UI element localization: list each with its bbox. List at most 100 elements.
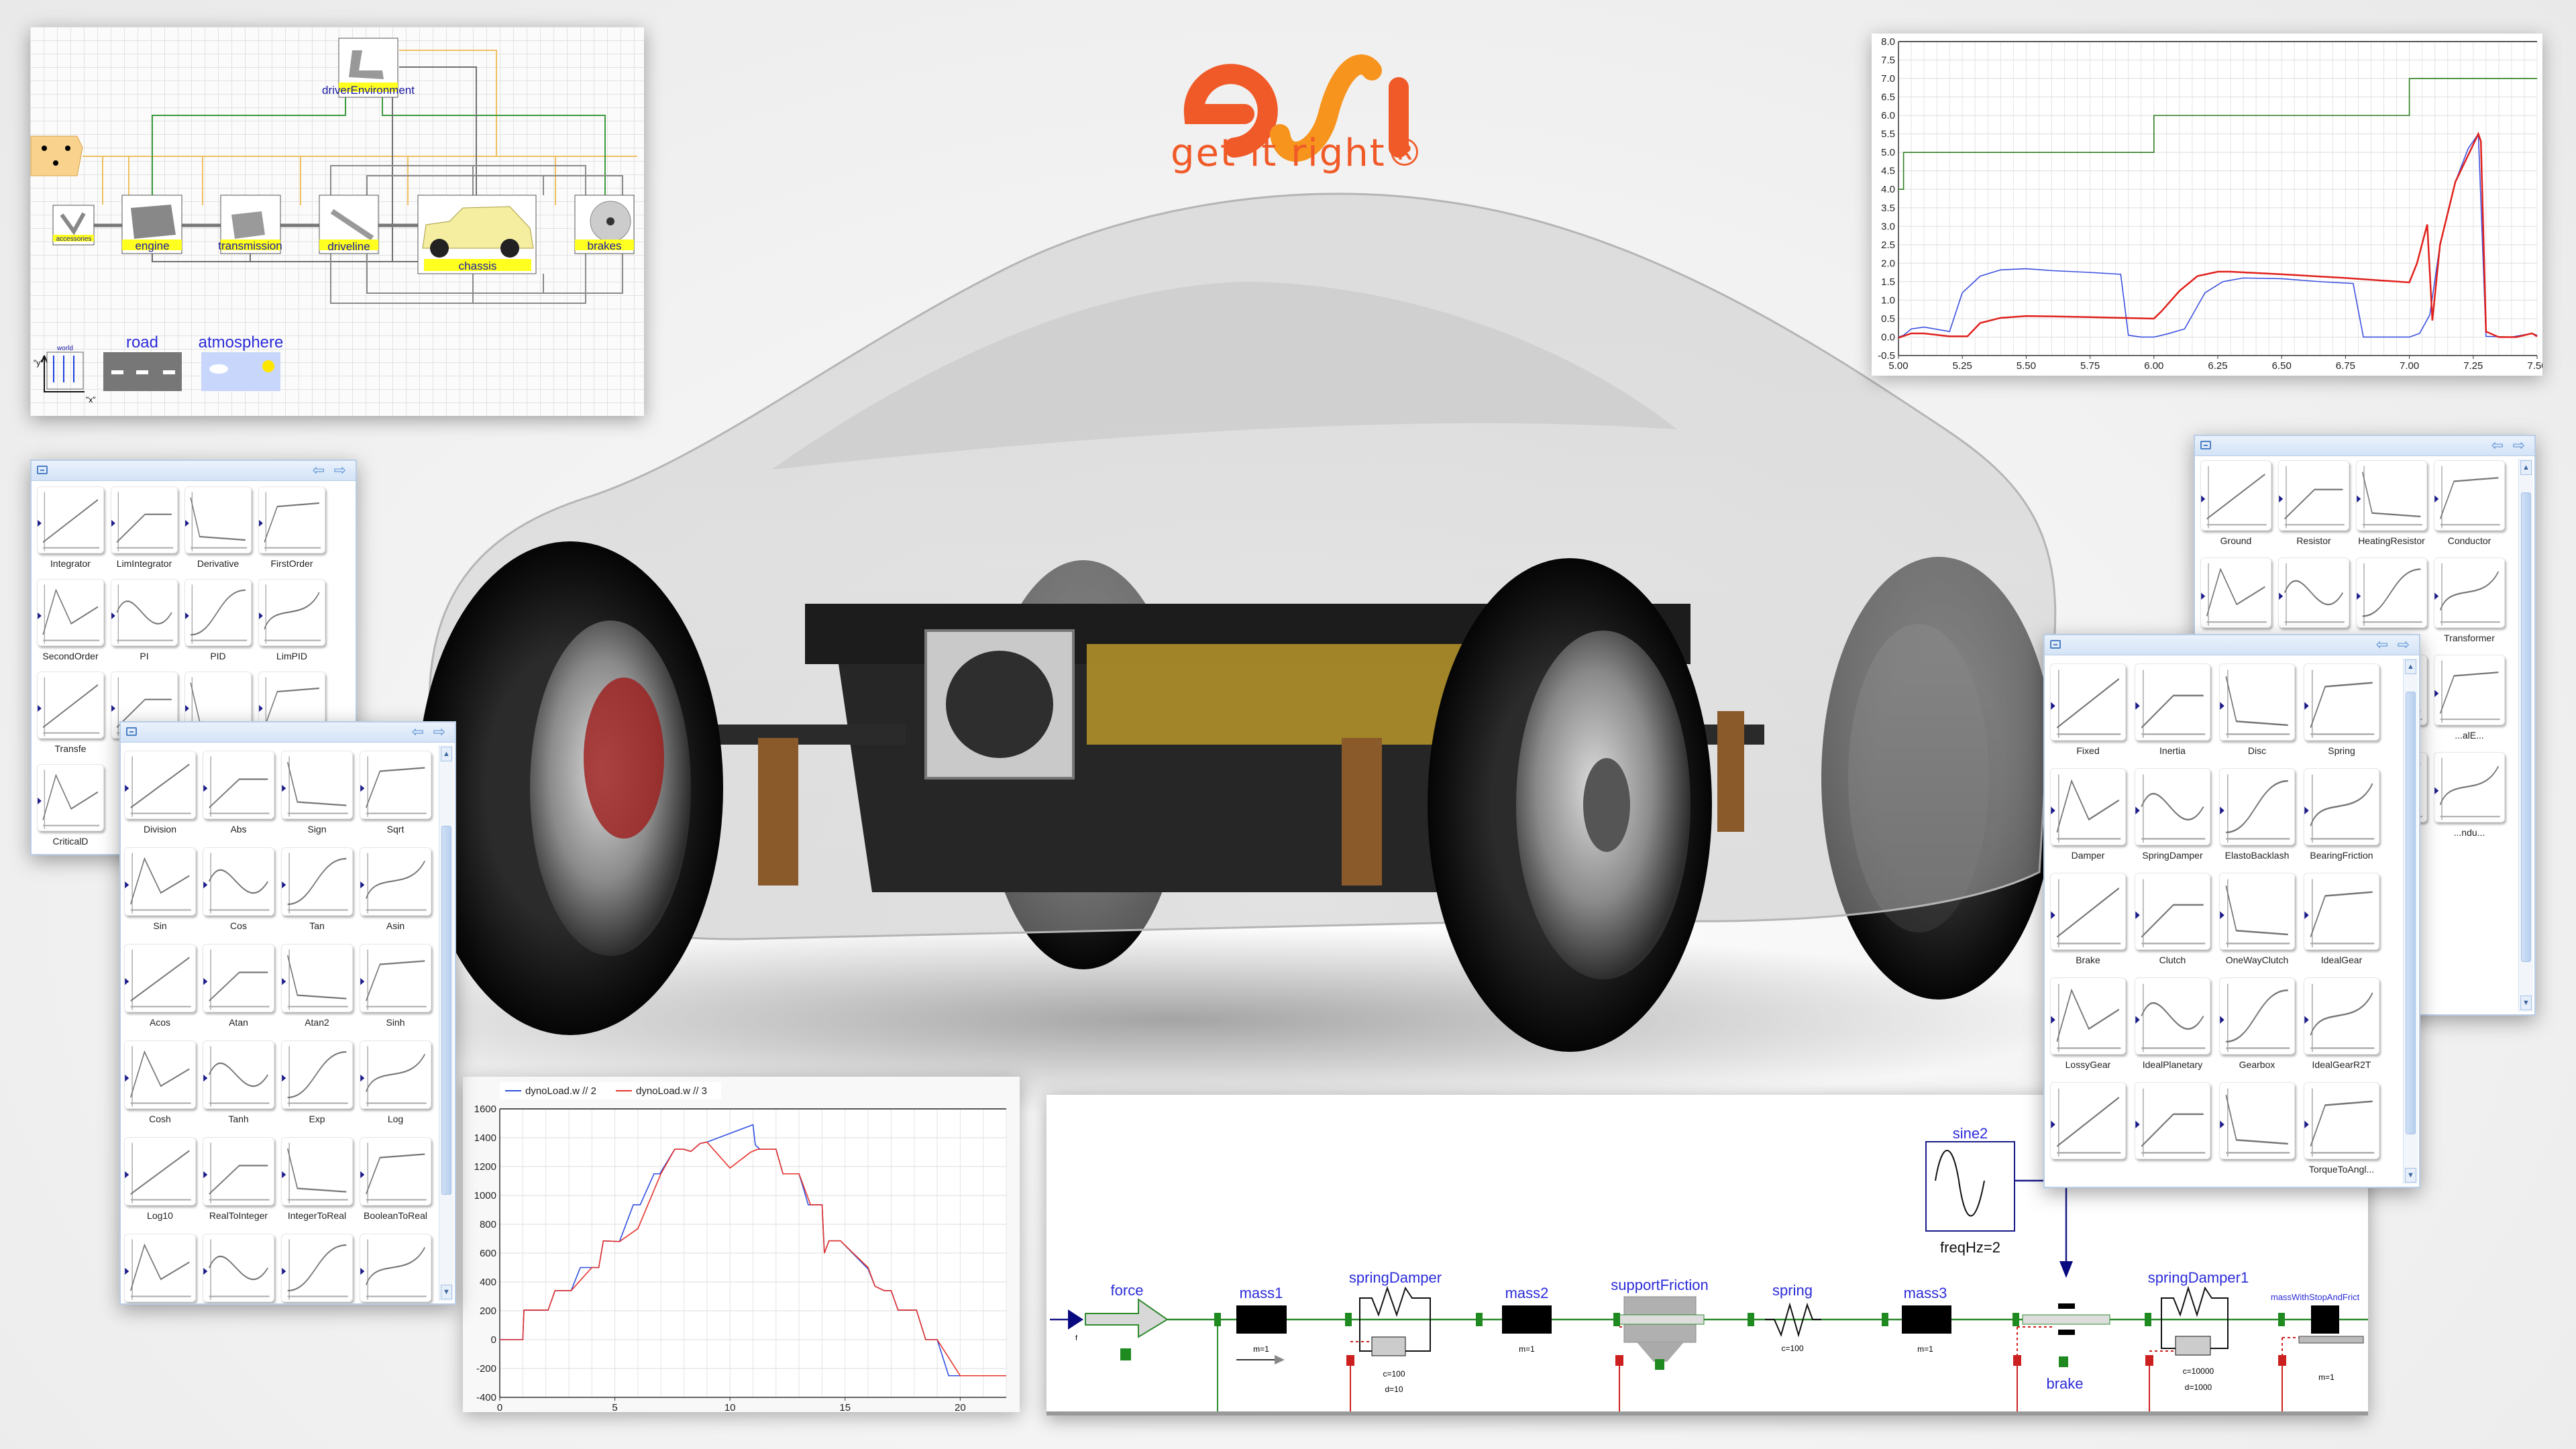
- library-component-tile[interactable]: [37, 579, 104, 646]
- series-line-1[interactable]: [1898, 78, 2537, 191]
- library-component-tile[interactable]: [37, 486, 104, 553]
- library-component-tile[interactable]: [2304, 663, 2379, 741]
- scroll-thumb[interactable]: [2406, 692, 2416, 1134]
- library-component-tile[interactable]: [203, 944, 274, 1012]
- library-component-tile[interactable]: [281, 1040, 353, 1109]
- library-component-tile[interactable]: [2304, 873, 2379, 950]
- library-component-tile[interactable]: [2050, 1082, 2126, 1159]
- library-component-tile[interactable]: [203, 1040, 274, 1109]
- library-component-tile[interactable]: [2304, 768, 2379, 845]
- library-component-tile[interactable]: [37, 764, 104, 831]
- scroll-up-button[interactable]: ▲: [2405, 659, 2416, 674]
- library-component-tile[interactable]: [2434, 655, 2505, 725]
- library-component-tile[interactable]: [203, 1137, 274, 1205]
- scroll-thumb[interactable]: [2521, 492, 2531, 962]
- library-component-tile[interactable]: [184, 486, 252, 553]
- block-road[interactable]: road: [103, 333, 182, 391]
- block-driverEnvironment[interactable]: driverEnvironment: [322, 38, 415, 98]
- back-arrow-icon[interactable]: ⇦: [312, 462, 325, 478]
- library-component-tile[interactable]: [2304, 977, 2379, 1055]
- collapse-icon[interactable]: [126, 727, 137, 736]
- library-component-tile[interactable]: [2200, 460, 2271, 531]
- library-component-tile[interactable]: [360, 1040, 431, 1109]
- library-component-tile[interactable]: [2050, 977, 2126, 1055]
- block-brakes[interactable]: brakes: [574, 195, 635, 254]
- library-component-tile[interactable]: [2219, 1082, 2295, 1159]
- library-component-tile[interactable]: [2219, 663, 2295, 741]
- collapse-icon[interactable]: [2200, 441, 2211, 449]
- library-component-tile[interactable]: [124, 1137, 196, 1205]
- library-component-tile[interactable]: [111, 486, 178, 553]
- library-component-tile[interactable]: [258, 579, 325, 646]
- library-component-tile[interactable]: [111, 579, 178, 646]
- library-component-tile[interactable]: [124, 751, 196, 819]
- library-component-tile[interactable]: [281, 751, 353, 819]
- library-component-tile[interactable]: [360, 751, 431, 819]
- block-transmission[interactable]: transmission: [218, 195, 282, 254]
- library-component-tile[interactable]: [124, 1234, 196, 1302]
- library-component-tile[interactable]: [281, 1234, 353, 1302]
- block-atmosphere[interactable]: atmosphere: [199, 333, 284, 391]
- library-component-tile[interactable]: [203, 751, 274, 819]
- block-engine[interactable]: engine: [121, 195, 182, 254]
- forward-arrow-icon[interactable]: ⇨: [2512, 437, 2525, 453]
- block-driveline[interactable]: driveline: [319, 195, 379, 254]
- library-component-tile[interactable]: [2135, 1082, 2210, 1159]
- library-component-tile[interactable]: [2050, 873, 2126, 950]
- library-component-tile[interactable]: [2434, 460, 2505, 531]
- library-component-tile[interactable]: [2219, 873, 2295, 950]
- library-component-tile[interactable]: [360, 847, 431, 916]
- library-component-tile[interactable]: [2219, 977, 2295, 1055]
- back-arrow-icon[interactable]: ⇦: [411, 723, 424, 740]
- library-component-tile[interactable]: [281, 944, 353, 1012]
- vehicle-model-diagram[interactable]: driverEnvironment accessories engine tra…: [30, 27, 644, 416]
- vertical-scrollbar[interactable]: ▲▼: [2403, 658, 2418, 1184]
- library-component-tile[interactable]: [2434, 557, 2505, 628]
- library-component-tile[interactable]: [2135, 977, 2210, 1055]
- forward-arrow-icon[interactable]: ⇨: [2397, 636, 2410, 653]
- back-arrow-icon[interactable]: ⇦: [2375, 636, 2388, 653]
- library-component-tile[interactable]: [360, 944, 431, 1012]
- scroll-down-button[interactable]: ▼: [441, 1285, 452, 1299]
- library-component-tile[interactable]: [184, 579, 252, 646]
- library-component-tile[interactable]: [2135, 768, 2210, 845]
- library-component-tile[interactable]: [2356, 460, 2427, 531]
- library-component-tile[interactable]: [2278, 460, 2349, 531]
- library-component-tile[interactable]: [37, 672, 104, 739]
- library-component-tile[interactable]: [2278, 557, 2349, 628]
- vertical-scrollbar[interactable]: ▲▼: [2518, 459, 2533, 1012]
- library-component-tile[interactable]: [360, 1234, 431, 1302]
- library-component-tile[interactable]: [281, 1137, 353, 1205]
- series-line-2[interactable]: [1898, 132, 2538, 338]
- forward-arrow-icon[interactable]: ⇨: [333, 462, 346, 478]
- library-component-tile[interactable]: [258, 486, 325, 553]
- collapse-icon[interactable]: [37, 466, 48, 474]
- block-world[interactable]: world"y""x": [34, 345, 96, 405]
- library-component-tile[interactable]: [124, 847, 196, 916]
- scroll-down-button[interactable]: ▼: [2405, 1168, 2416, 1183]
- forward-arrow-icon[interactable]: ⇨: [433, 723, 445, 740]
- library-component-tile[interactable]: [2434, 752, 2505, 822]
- library-component-tile[interactable]: [2219, 768, 2295, 845]
- library-component-tile[interactable]: [2050, 663, 2126, 741]
- library-component-tile[interactable]: [2050, 768, 2126, 845]
- component-brake[interactable]: brake: [2022, 1303, 2110, 1392]
- library-component-tile[interactable]: [124, 1040, 196, 1109]
- signal-bus-connector[interactable]: [30, 136, 83, 176]
- series-line-2[interactable]: [500, 1141, 1006, 1377]
- collapse-icon[interactable]: [2050, 640, 2061, 649]
- library-component-tile[interactable]: [124, 944, 196, 1012]
- library-component-tile[interactable]: [2200, 557, 2271, 628]
